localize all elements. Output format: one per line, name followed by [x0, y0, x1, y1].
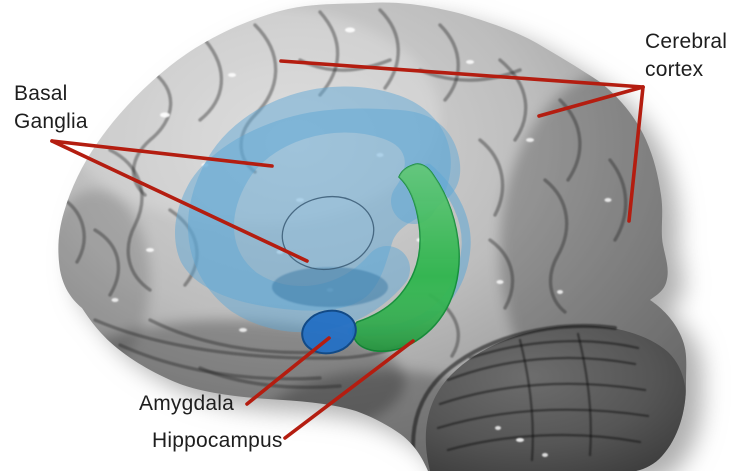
amygdala-overlay	[301, 309, 357, 355]
annotation-line-cerebral-cortex-2	[537, 85, 645, 118]
label-cerebral-cortex-line2: cortex	[645, 58, 704, 81]
label-cerebral-cortex-line1: Cerebral	[645, 30, 728, 53]
annotation-line-amygdala	[245, 336, 331, 406]
annotation-line-cerebral-cortex-1	[279, 59, 645, 89]
annotation-line-cerebral-cortex-3	[627, 85, 645, 223]
thalamus-outline-circle	[281, 196, 375, 270]
label-basal-ganglia: Basal Ganglia	[14, 80, 88, 136]
label-hippocampus: Hippocampus	[152, 427, 283, 455]
label-cerebral-cortex: Cerebral cortex	[645, 28, 727, 84]
label-hippocampus-text: Hippocampus	[152, 429, 283, 452]
hippocampus-overlay	[352, 163, 460, 353]
annotation-line-basal-ganglia-2	[50, 139, 309, 263]
annotation-lines	[50, 59, 645, 440]
label-amygdala: Amygdala	[139, 390, 234, 418]
label-basal-ganglia-line1: Basal	[14, 82, 68, 105]
basal-ganglia-band	[188, 86, 451, 332]
cerebellum	[411, 324, 687, 471]
label-amygdala-text: Amygdala	[139, 392, 234, 415]
cerebellum-folia	[436, 332, 650, 462]
annotation-line-basal-ganglia-1	[50, 139, 274, 168]
annotation-line-hippocampus	[283, 339, 415, 440]
putamen-shade	[272, 267, 388, 307]
label-basal-ganglia-line2: Ganglia	[14, 110, 88, 133]
